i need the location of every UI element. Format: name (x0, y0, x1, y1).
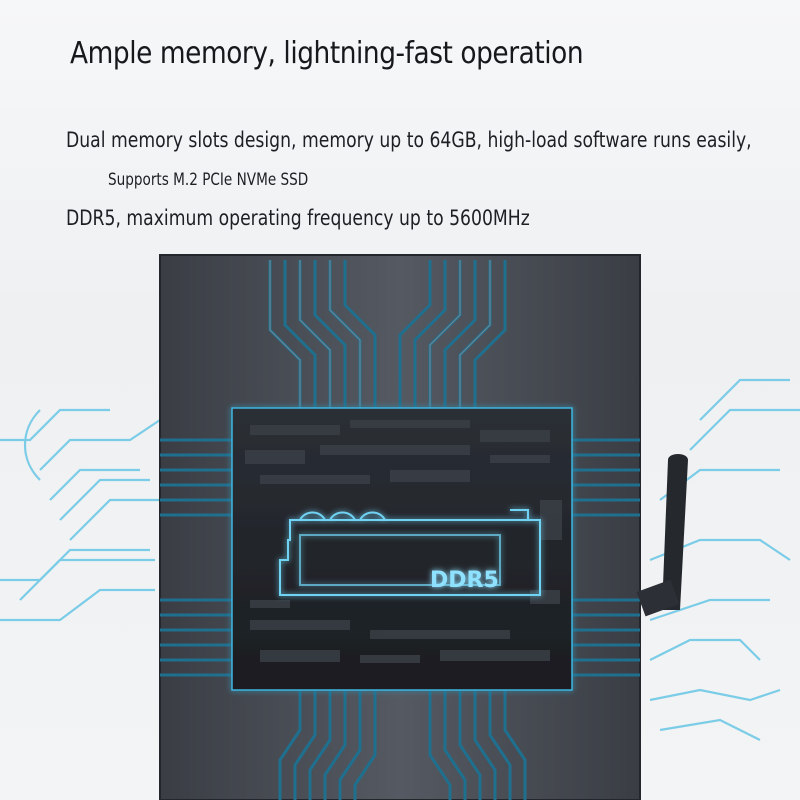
ddr5-module-label: DDR5 (430, 568, 499, 593)
page-headline: Ample memory, lightning-fast operation (70, 36, 584, 71)
feature-line-ddr5-frequency: DDR5, maximum operating frequency up to … (66, 206, 530, 230)
feature-line-memory-slots: Dual memory slots design, memory up to 6… (66, 128, 752, 152)
pin-traces-bottom (278, 690, 527, 800)
pin-traces-left (160, 438, 235, 677)
pin-traces-right (572, 438, 640, 677)
feature-line-ssd-support: Supports M.2 PCIe NVMe SSD (108, 170, 309, 190)
memory-module-outline-icon (279, 509, 541, 596)
antenna-icon (636, 454, 688, 617)
